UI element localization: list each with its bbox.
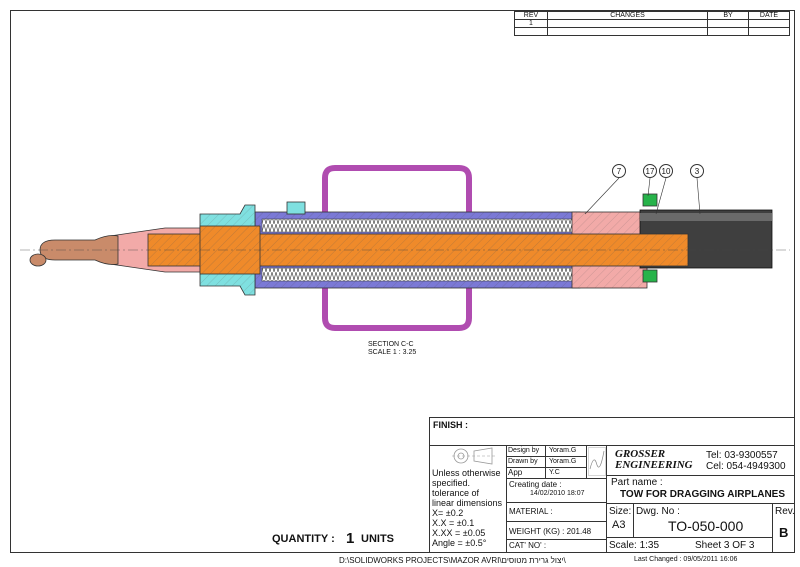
tolerance-line-5: X= ±0.2 <box>432 508 464 518</box>
section-scale-label: SCALE 1 : 3.25 <box>368 349 417 356</box>
file-path: D:\SOLIDWORKS PROJECTS\MAZOR AVRI\יצול ג… <box>339 556 566 565</box>
drawn-by-label: Drawn by <box>508 458 538 465</box>
title-block-line-9 <box>606 537 772 538</box>
tolerance-notes: Unless otherwise specified. tolerance of… <box>432 468 502 548</box>
company-name-line2: ENGINEERING <box>615 459 693 471</box>
quantity-units: UNITS <box>361 533 394 545</box>
part-name-value: TOW FOR DRAGGING AIRPLANES <box>620 489 785 500</box>
design-by-value: Yoram.G <box>549 447 577 454</box>
size-label: Size: <box>609 506 632 517</box>
projection-symbol-icon <box>452 447 496 465</box>
tolerance-line-6: X.X = ±0.1 <box>432 518 475 528</box>
title-block-divider-6 <box>772 503 773 553</box>
drawn-by-value: Yoram.G <box>549 458 577 465</box>
tolerance-line-7: X.XX = ±0.05 <box>432 528 486 538</box>
tolerance-line-2: specified. <box>432 478 471 488</box>
material-label: MATERIAL : <box>509 507 553 516</box>
title-block-divider-2 <box>545 445 546 478</box>
dwg-no-value: TO-050-000 <box>668 518 744 534</box>
balloon-10: 10 <box>659 164 673 178</box>
rev-value: B <box>779 525 789 540</box>
nut-top <box>642 193 658 207</box>
tolerance-line-3: tolerance of <box>432 488 480 498</box>
balloon-3: 3 <box>690 164 704 178</box>
title-block-line-4 <box>506 502 606 503</box>
tolerance-line-8: Angle = ±0.5° <box>432 538 487 548</box>
tolerance-line-1: Unless otherwise <box>432 468 501 478</box>
title-block-divider-3 <box>586 445 587 478</box>
title-block-line-7 <box>606 475 795 476</box>
title-block-line-6 <box>506 539 606 540</box>
rev-label: Rev. <box>775 506 795 517</box>
date-empty-cell <box>748 27 790 36</box>
clamp-bolt <box>286 201 306 215</box>
company-tel: Tel: 03-9300557 <box>706 450 778 461</box>
company-name-line1: GROSSER <box>615 448 666 460</box>
title-block-line-2 <box>506 467 586 468</box>
quantity-value: 1 <box>346 530 355 547</box>
title-block-divider-4 <box>606 445 607 553</box>
design-by-label: Design by <box>508 447 540 454</box>
creating-date-value: 14/02/2010 18:07 <box>530 490 585 497</box>
weight-label: WEIGHT (KG) : 201.48 <box>509 527 592 536</box>
app-label: App <box>508 468 523 477</box>
title-block-line-finish <box>429 445 795 446</box>
sheet-label: Sheet 3 OF 3 <box>695 540 755 551</box>
quantity-label: QUANTITY : <box>272 533 335 545</box>
nut-bottom <box>642 269 658 283</box>
scale-label: Scale: 1:35 <box>609 540 660 551</box>
handle-top <box>322 165 472 212</box>
last-changed: Last Changed : 09/05/2011 16:06 <box>634 556 738 563</box>
section-label: SECTION C-C <box>368 341 414 348</box>
tolerance-line-4: linear dimensions <box>432 498 503 508</box>
size-value: A3 <box>612 519 626 531</box>
balloon-7: 7 <box>612 164 626 178</box>
finish-label: FINISH : <box>433 420 468 430</box>
balloon-17: 17 <box>643 164 657 178</box>
title-block-line-8 <box>606 503 795 504</box>
app-value: Y.C <box>549 469 560 476</box>
title-block <box>429 417 795 553</box>
part-name-label: Part name : <box>611 477 663 488</box>
handle-bottom <box>322 288 472 331</box>
title-block-divider-1 <box>506 445 507 553</box>
company-cel: Cel: 054-4949300 <box>706 461 786 472</box>
creating-date-label: Creating date : <box>509 480 562 489</box>
signature-icon <box>588 447 606 476</box>
section-view-drawing <box>20 165 790 331</box>
drawing-sheet-border <box>10 10 795 553</box>
title-block-line-3 <box>506 478 606 479</box>
title-block-divider-5 <box>633 503 634 537</box>
dwg-no-label: Dwg. No : <box>636 506 680 517</box>
cat-no-label: CAT' NO' : <box>509 541 547 550</box>
title-block-line-5 <box>506 521 606 522</box>
title-block-line-1 <box>506 456 586 457</box>
revision-table: REV CHANGES BY DATE 1 <box>514 11 790 36</box>
